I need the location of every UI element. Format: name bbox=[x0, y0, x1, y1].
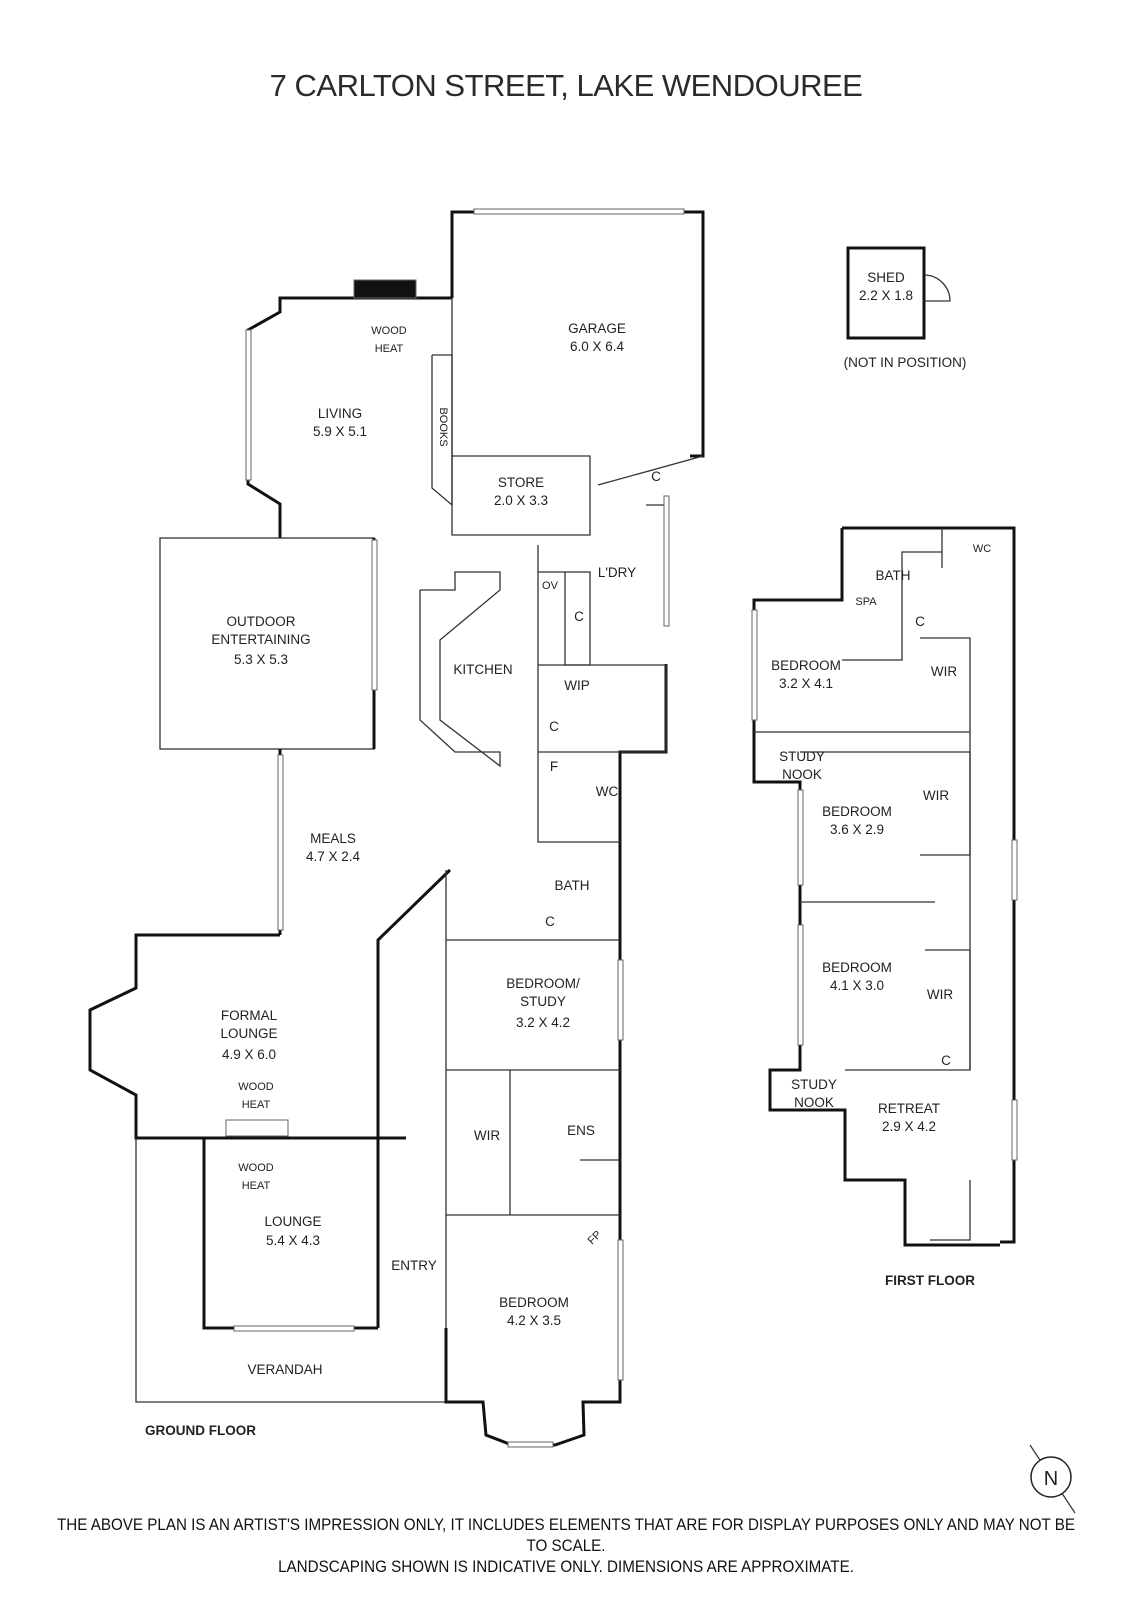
wip-label: WIP bbox=[564, 678, 590, 693]
retreat-label: RETREAT bbox=[878, 1101, 940, 1116]
garage-label: GARAGE bbox=[568, 321, 626, 336]
outdoor-label: OUTDOOR bbox=[227, 614, 296, 629]
bedroom-label: BEDROOM bbox=[499, 1295, 569, 1310]
laundry-label: L'DRY bbox=[598, 565, 636, 580]
outdoor-label: ENTERTAINING bbox=[211, 632, 310, 647]
store-dims: 2.0 X 3.3 bbox=[494, 493, 548, 508]
wir-label: WIR bbox=[474, 1128, 500, 1143]
wood-heat-label: HEAT bbox=[242, 1180, 271, 1192]
cupboard-label: C bbox=[651, 469, 661, 484]
oven-label: OV bbox=[542, 580, 559, 592]
garage-dims: 6.0 X 6.4 bbox=[570, 339, 625, 354]
disclaimer: THE ABOVE PLAN IS AN ARTIST'S IMPRESSION… bbox=[45, 1515, 1086, 1578]
study-nook-label: NOOK bbox=[794, 1095, 834, 1110]
living-label: LIVING bbox=[318, 406, 362, 421]
plan-title: 7 CARLTON STREET, LAKE WENDOUREE bbox=[269, 68, 863, 103]
outdoor-dims: 5.3 X 5.3 bbox=[234, 652, 288, 667]
ground-floor-walls bbox=[88, 208, 705, 1448]
shed-label: SHED bbox=[867, 270, 905, 285]
formal-lounge-label: FORMAL bbox=[221, 1008, 278, 1023]
verandah-label: VERANDAH bbox=[247, 1362, 322, 1377]
entry-label: ENTRY bbox=[391, 1258, 437, 1273]
books-label: BOOKS bbox=[437, 407, 449, 446]
disclaimer-line: LANDSCAPING SHOWN IS INDICATIVE ONLY. DI… bbox=[278, 1558, 854, 1576]
cupboard-label: C bbox=[941, 1053, 951, 1068]
shed-note: (NOT IN POSITION) bbox=[844, 355, 967, 370]
wc-label: WC bbox=[973, 543, 991, 555]
wood-heat-label: WOOD bbox=[238, 1162, 273, 1174]
ground-floor-label: GROUND FLOOR bbox=[145, 1423, 256, 1438]
cupboard-label: C bbox=[545, 914, 555, 929]
study-nook-label: NOOK bbox=[782, 767, 822, 782]
wir-label: WIR bbox=[931, 664, 957, 679]
formal-lounge-dims: 4.9 X 6.0 bbox=[222, 1047, 276, 1062]
first-floor-label: FIRST FLOOR bbox=[885, 1273, 975, 1288]
bedroom-dims: 4.2 X 3.5 bbox=[507, 1313, 561, 1328]
first-floor-walls bbox=[751, 526, 1018, 1247]
meals-label: MEALS bbox=[310, 831, 356, 846]
fp-label: FP bbox=[586, 1229, 604, 1247]
ens-label: ENS bbox=[567, 1123, 595, 1138]
bedroom-dims: 3.2 X 4.1 bbox=[779, 676, 833, 691]
bedroom-study-label: STUDY bbox=[520, 994, 566, 1009]
bedroom-label: BEDROOM bbox=[771, 658, 841, 673]
cupboard-label: C bbox=[915, 614, 925, 629]
cupboard-label: C bbox=[549, 719, 559, 734]
bedroom-label: BEDROOM bbox=[822, 960, 892, 975]
retreat-dims: 2.9 X 4.2 bbox=[882, 1119, 936, 1134]
bedroom-label: BEDROOM bbox=[822, 804, 892, 819]
books-shelf bbox=[431, 354, 453, 507]
study-nook-label: STUDY bbox=[779, 749, 825, 764]
wood-heat-label: HEAT bbox=[375, 343, 404, 355]
shed bbox=[846, 246, 951, 340]
disclaimer-line: THE ABOVE PLAN IS AN ARTIST'S IMPRESSION… bbox=[56, 1516, 1076, 1555]
bedroom-study-label: BEDROOM/ bbox=[506, 976, 580, 991]
lounge-label: LOUNGE bbox=[264, 1214, 321, 1229]
cupboard-label: C bbox=[574, 609, 584, 624]
bedroom-dims: 4.1 X 3.0 bbox=[830, 978, 884, 993]
lounge-dims: 5.4 X 4.3 bbox=[266, 1233, 320, 1248]
spa-label: SPA bbox=[855, 596, 877, 608]
wood-heat-label: WOOD bbox=[238, 1081, 273, 1093]
formal-lounge-label: LOUNGE bbox=[220, 1026, 277, 1041]
shed-dims: 2.2 X 1.8 bbox=[859, 288, 913, 303]
wir-label: WIR bbox=[927, 987, 953, 1002]
living-dims: 5.9 X 5.1 bbox=[313, 424, 367, 439]
bath-label: BATH bbox=[554, 878, 589, 893]
bath-label: BATH bbox=[875, 568, 910, 583]
kitchen-bench bbox=[419, 571, 501, 768]
wc-label: WC bbox=[596, 784, 619, 799]
north-compass-icon: N bbox=[1029, 1444, 1076, 1514]
compass-north-label: N bbox=[1044, 1468, 1058, 1490]
store-label: STORE bbox=[498, 475, 544, 490]
kitchen-label: KITCHEN bbox=[453, 662, 512, 677]
study-nook-label: STUDY bbox=[791, 1077, 837, 1092]
wir-label: WIR bbox=[923, 788, 949, 803]
wood-heat-label: WOOD bbox=[371, 325, 406, 337]
wood-heat-label: HEAT bbox=[242, 1099, 271, 1111]
fridge-label: F bbox=[550, 759, 558, 774]
meals-dims: 4.7 X 2.4 bbox=[306, 849, 361, 864]
bedroom-dims: 3.6 X 2.9 bbox=[830, 822, 884, 837]
bedroom-study-dims: 3.2 X 4.2 bbox=[516, 1015, 570, 1030]
wood-heater-living bbox=[353, 279, 417, 299]
wood-heater-lounge bbox=[225, 1119, 289, 1137]
